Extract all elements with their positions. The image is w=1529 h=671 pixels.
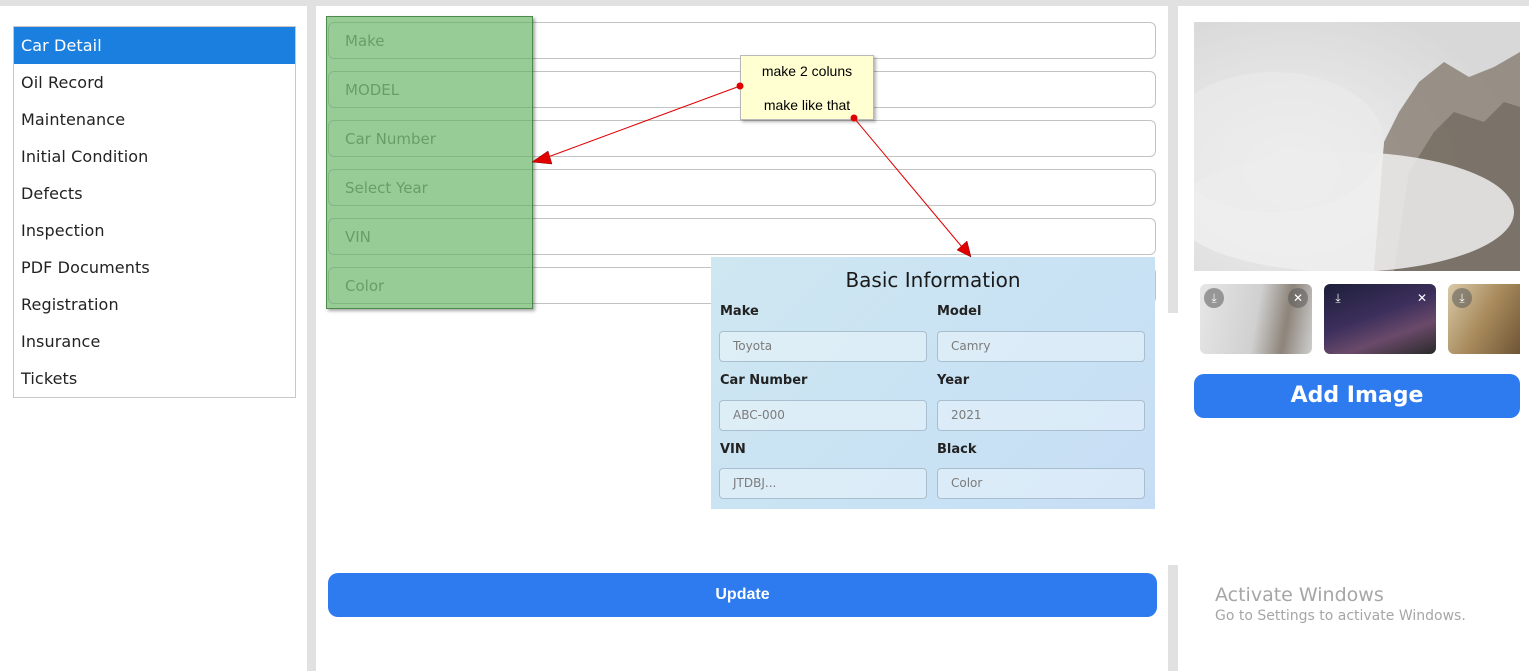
sidebar-item-insurance[interactable]: Insurance bbox=[21, 332, 101, 351]
thumbnail-3[interactable]: ⤓ bbox=[1448, 284, 1520, 354]
download-icon[interactable]: ⤓ bbox=[1452, 288, 1472, 308]
color-placeholder: Color bbox=[345, 277, 385, 295]
mockup-input-vin: JTDBJ... bbox=[719, 468, 927, 499]
thumbnail-1[interactable]: ⤓ ✕ bbox=[1200, 284, 1312, 354]
mockup-label-car-number: Car Number bbox=[720, 373, 808, 388]
main-car-image bbox=[1194, 22, 1520, 271]
model-placeholder: MODEL bbox=[345, 81, 400, 99]
mockup-input-color: Color bbox=[937, 468, 1145, 499]
mockup-input-year: 2021 bbox=[937, 400, 1145, 431]
close-icon[interactable]: ✕ bbox=[1416, 291, 1428, 305]
download-icon[interactable]: ⤓ bbox=[1335, 291, 1341, 305]
year-placeholder: Select Year bbox=[345, 179, 428, 197]
note-line-2: make like that bbox=[763, 97, 851, 113]
make-field[interactable]: Make bbox=[328, 22, 1156, 59]
mockup-label-vin: VIN bbox=[720, 442, 746, 457]
basic-info-mockup: Basic Information Make Toyota Model Camr… bbox=[711, 257, 1155, 509]
vin-field[interactable]: VIN bbox=[328, 218, 1156, 255]
mockup-title: Basic Information bbox=[845, 268, 1021, 292]
mockup-input-make: Toyota bbox=[719, 331, 927, 362]
add-image-button[interactable]: Add Image bbox=[1194, 374, 1520, 418]
car-number-placeholder: Car Number bbox=[345, 130, 436, 148]
right-divider-bottom bbox=[1168, 565, 1178, 671]
sidebar-item-initial-condition[interactable]: Initial Condition bbox=[21, 147, 149, 166]
car-number-field[interactable]: Car Number bbox=[328, 120, 1156, 157]
mockup-input-car-number: ABC-000 bbox=[719, 400, 927, 431]
sidebar-item-oil-record[interactable]: Oil Record bbox=[21, 73, 104, 92]
thumbnail-2[interactable]: ⤓ ✕ bbox=[1324, 284, 1436, 354]
year-select[interactable]: Select Year bbox=[328, 169, 1156, 206]
sidebar-item-car-detail[interactable]: Car Detail bbox=[14, 27, 295, 64]
mountain-photo bbox=[1194, 22, 1520, 271]
sidebar-item-pdf-documents[interactable]: PDF Documents bbox=[21, 258, 150, 277]
sidebar-item-tickets[interactable]: Tickets bbox=[21, 369, 78, 388]
mockup-label-color: Black bbox=[937, 442, 977, 457]
make-placeholder: Make bbox=[345, 32, 385, 50]
sidebar-item-maintenance[interactable]: Maintenance bbox=[21, 110, 126, 129]
activation-watermark-subtitle: Go to Settings to activate Windows. bbox=[1215, 608, 1466, 624]
annotation-note: make 2 coluns make like that bbox=[740, 55, 874, 120]
download-icon[interactable]: ⤓ bbox=[1204, 288, 1224, 308]
mockup-label-model: Model bbox=[937, 304, 982, 319]
top-border bbox=[0, 0, 1529, 6]
update-button[interactable]: Update bbox=[328, 573, 1157, 617]
right-divider-top bbox=[1168, 6, 1178, 313]
mockup-label-make: Make bbox=[720, 304, 759, 319]
close-icon[interactable]: ✕ bbox=[1288, 288, 1308, 308]
sidebar-item-inspection[interactable]: Inspection bbox=[21, 221, 105, 240]
vin-placeholder: VIN bbox=[345, 228, 371, 246]
sidebar: Car Detail Oil Record Maintenance Initia… bbox=[13, 26, 296, 398]
activation-watermark-title: Activate Windows bbox=[1215, 584, 1384, 606]
mockup-label-year: Year bbox=[937, 373, 970, 388]
sidebar-item-registration[interactable]: Registration bbox=[21, 295, 119, 314]
note-line-1: make 2 coluns bbox=[761, 63, 853, 79]
sidebar-item-defects[interactable]: Defects bbox=[21, 184, 83, 203]
left-divider bbox=[307, 6, 316, 671]
mockup-input-model: Camry bbox=[937, 331, 1145, 362]
